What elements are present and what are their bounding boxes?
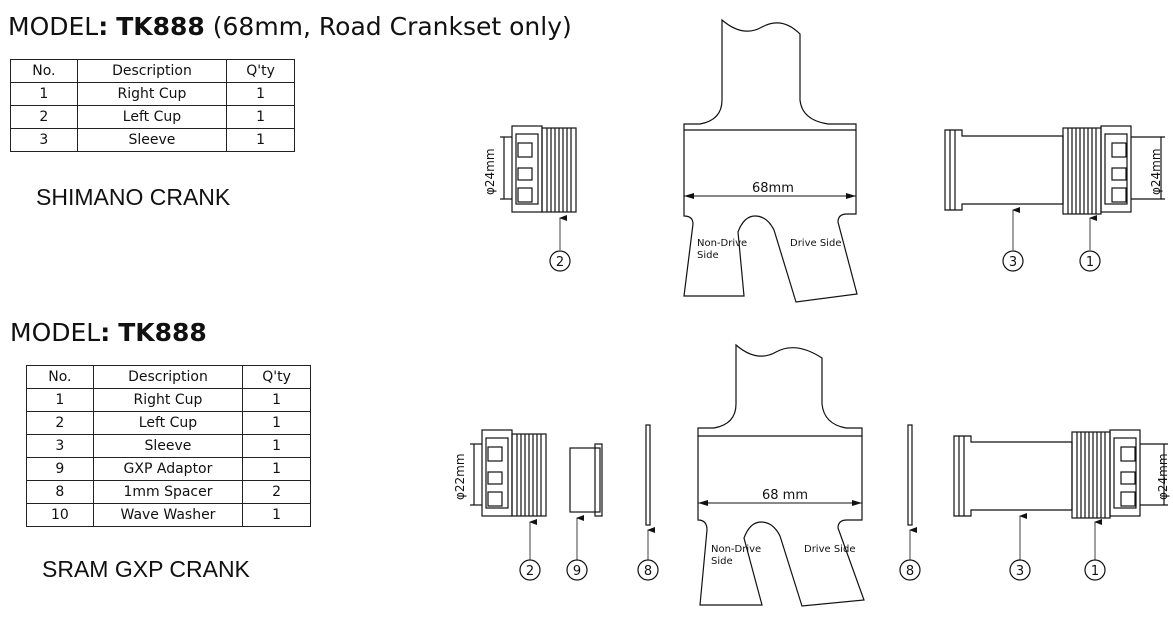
model-code: TK888	[118, 318, 207, 347]
callout-number: 3	[1016, 564, 1024, 579]
callout-circle	[1002, 250, 1024, 272]
sram-gxp-adaptor	[569, 443, 603, 560]
callout-number: 8	[644, 564, 652, 579]
model-prefix: MODEL	[8, 12, 99, 41]
callout-number: 1	[1091, 564, 1099, 579]
sram-bb-shell	[697, 343, 865, 607]
sram-non-drive-label-2: Side	[711, 556, 733, 567]
callout-number: 8	[906, 564, 914, 579]
callout-circle	[519, 559, 541, 581]
shimano-right-cup-dim: φ24mm	[1149, 148, 1163, 195]
callout-number: 2	[556, 255, 564, 270]
callout-circle	[1079, 250, 1101, 272]
shimano-drive-side-label: Drive Side	[790, 238, 841, 249]
model-prefix: MODEL	[10, 318, 101, 347]
callout-circle	[637, 559, 659, 581]
header-qty: Q'ty	[226, 59, 295, 83]
callout-circle	[549, 250, 571, 272]
sram-right-cup	[1071, 429, 1168, 560]
callout-number: 2	[526, 564, 534, 579]
table-header-row: No. Description Q'ty	[10, 59, 295, 83]
shimano-left-cup	[500, 125, 577, 250]
shimano-sleeve	[944, 129, 1064, 250]
shimano-non-drive-label-2: Side	[697, 250, 719, 261]
sram-model-title: MODEL: TK888	[10, 318, 207, 347]
shimano-bb-shell	[683, 18, 858, 303]
sram-non-drive-label: Non-Drive	[711, 544, 761, 555]
sram-left-cup	[470, 429, 547, 560]
model-colon: :	[98, 12, 109, 41]
shimano-shell-width: 68mm	[752, 181, 794, 196]
sram-crank-label: SRAM GXP CRANK	[42, 556, 250, 582]
model-code: TK888	[116, 12, 205, 41]
sram-left-cup-dim: φ22mm	[453, 453, 467, 500]
shimano-model-title: MODEL: TK888 (68mm, Road Crankset only)	[8, 12, 572, 41]
callout-circle	[1084, 559, 1106, 581]
sram-left-spacer	[645, 424, 655, 560]
model-colon: :	[100, 318, 111, 347]
callout-number: 9	[573, 564, 581, 579]
sram-drive-side-label: Drive Side	[804, 544, 855, 555]
shimano-crank-label: SHIMANO CRANK	[36, 184, 231, 210]
sram-sleeve	[953, 435, 1073, 560]
sram-shell-width: 68 mm	[762, 488, 808, 503]
shimano-left-cup-dim: φ24mm	[483, 148, 497, 195]
model-note: (68mm, Road Crankset only)	[212, 12, 572, 41]
shimano-right-cup	[1062, 125, 1165, 250]
header-description: Description	[92, 365, 244, 389]
callout-circle	[899, 559, 921, 581]
callout-circle	[566, 559, 588, 581]
callout-number: 1	[1086, 255, 1094, 270]
sram-right-cup-dim: φ24mm	[1156, 453, 1170, 500]
shimano-non-drive-label: Non-Drive	[697, 238, 747, 249]
callout-number: 3	[1009, 255, 1017, 270]
callout-circle	[1009, 559, 1031, 581]
sram-right-spacer	[907, 424, 917, 560]
